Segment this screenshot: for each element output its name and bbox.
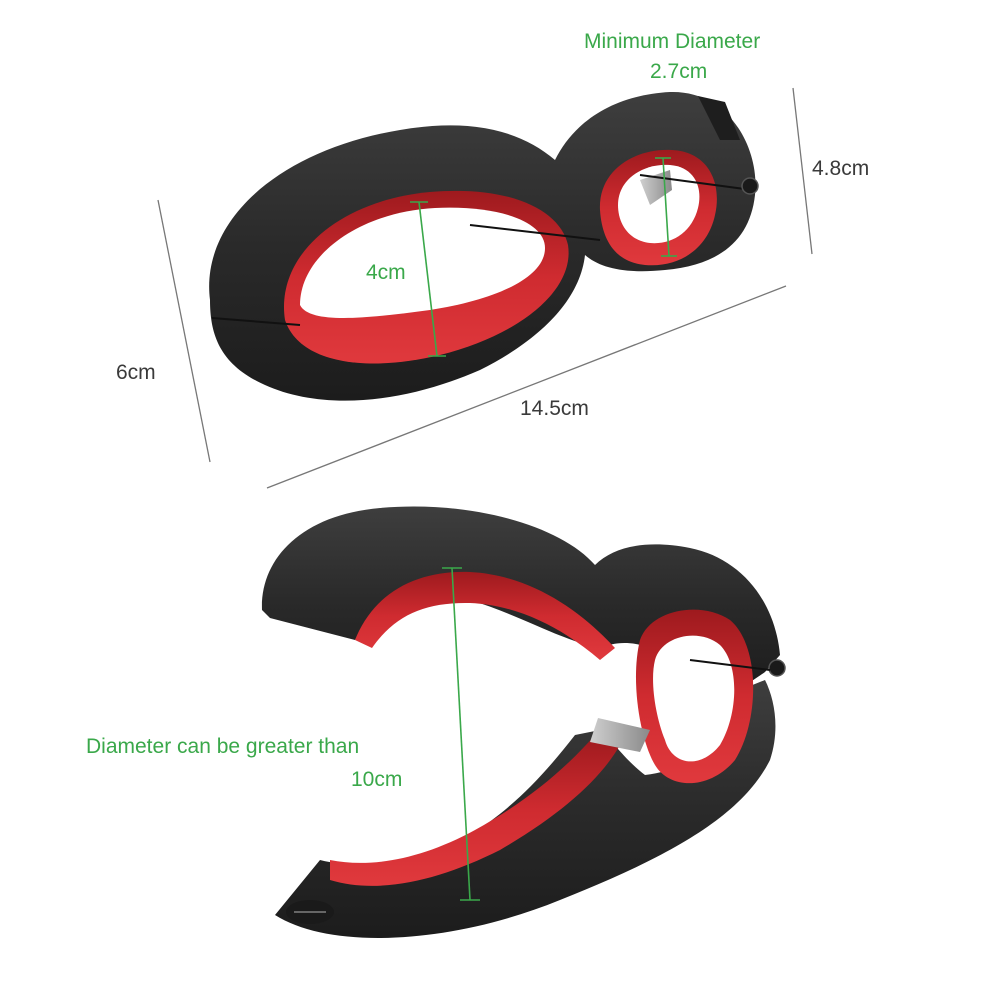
open-opener — [261, 506, 786, 938]
open-diameter-dimension-line — [442, 567, 480, 901]
small-end-height-label: 4.8cm — [812, 157, 870, 180]
closed-opener-small-hole — [618, 164, 700, 244]
min-diameter-title: Minimum Diameter — [584, 30, 761, 53]
tool-length-label: 14.5cm — [520, 397, 589, 420]
closed-opener-seam — [211, 174, 753, 326]
large-hole-dimension-line — [410, 201, 446, 357]
open-opener-small-hole — [653, 635, 735, 762]
min-diameter-value: 2.7cm — [650, 60, 708, 83]
closed-opener-tab — [698, 96, 740, 140]
length-dimension-line — [266, 285, 787, 489]
small-hole-dimension-line — [655, 157, 677, 257]
closed-opener-large-hole — [300, 207, 545, 319]
width-dimension-line — [157, 199, 211, 463]
height-dimension-line — [792, 87, 813, 255]
open-opener-upper-rim — [355, 571, 615, 660]
tool-width-label: 6cm — [116, 361, 156, 384]
closed-opener — [209, 91, 759, 401]
large-hole-diameter-label: 4cm — [366, 261, 406, 284]
open-opener-hinge — [768, 659, 786, 677]
open-opener-lower-rim — [330, 735, 620, 886]
open-diameter-label-line2: 10cm — [351, 768, 403, 791]
open-opener-seam — [689, 659, 771, 671]
closed-opener-dimension-lines — [157, 87, 813, 489]
open-diameter-label-line1: Diameter can be greater than — [86, 735, 360, 758]
closed-opener-hinge — [741, 177, 759, 195]
open-opener-blade — [590, 718, 650, 752]
